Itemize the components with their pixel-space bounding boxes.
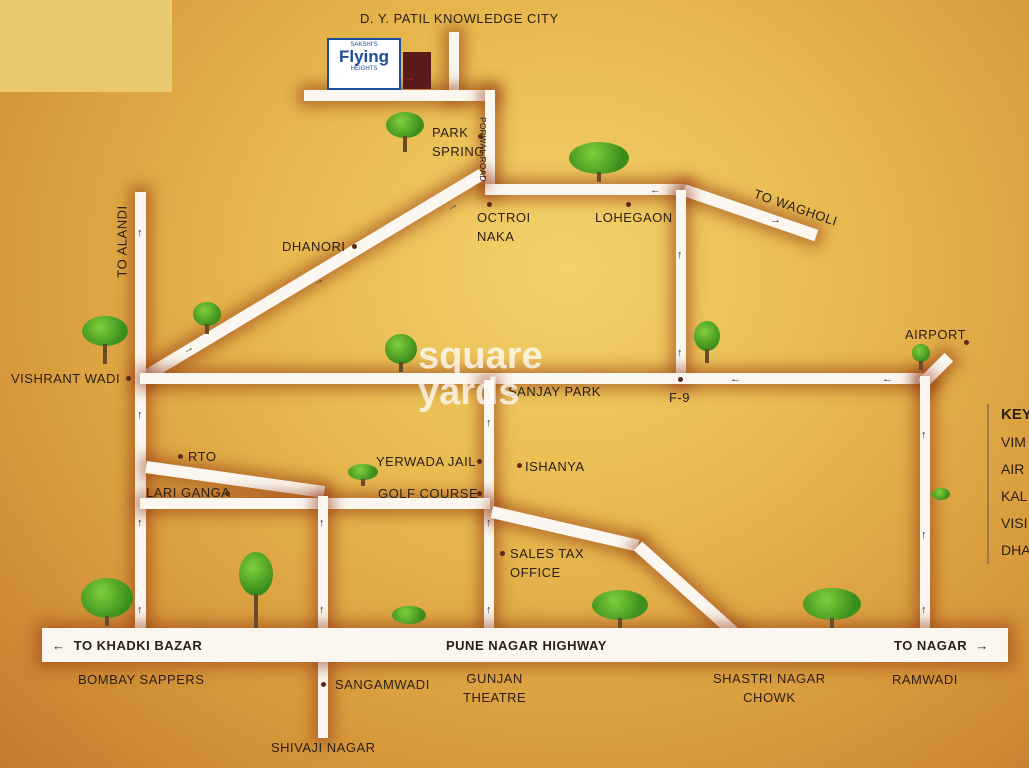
arrow-up-icon: ↑ [137, 604, 143, 616]
label-yerwada-jail: YERWADA JAIL [376, 454, 476, 469]
tree-icon [235, 552, 277, 628]
arrow-up-icon: ↑ [486, 417, 492, 429]
dot-sales-tax-office [500, 551, 505, 556]
label-dhanori: DHANORI [282, 239, 346, 254]
arrow-right-icon: → [770, 214, 781, 226]
road-dy-patil-stub [449, 32, 459, 98]
label-f9: F-9 [669, 390, 690, 405]
key-title: KEY [1001, 406, 1029, 423]
dot-dhanori [352, 244, 357, 249]
tree-icon [392, 606, 426, 628]
tree-icon [803, 588, 861, 628]
project-logo: SAKSHI'S Flying HEIGHTS [327, 38, 401, 90]
road-sangamwadi-vertical [318, 496, 328, 632]
arrow-up-icon: ↑ [319, 604, 325, 616]
road-lohegaon-vertical [676, 190, 686, 384]
key-item: VIM [1001, 434, 1026, 450]
arrow-up-icon: ↑ [921, 529, 927, 541]
arrow-up-icon: ↑ [319, 517, 325, 529]
arrow-left-icon: ← [730, 373, 741, 385]
tree-icon [912, 344, 930, 370]
label-shivaji-nagar: SHIVAJI NAGAR [271, 740, 376, 755]
label-porwal-road: PORWAL ROAD [477, 117, 487, 182]
dot-lari-ganga [225, 491, 230, 496]
dot-octroi-naka [487, 202, 492, 207]
to-nagar-label: TO NAGAR → [894, 638, 989, 653]
arrow-left-icon: ← [882, 373, 893, 385]
map-key: KEY VIM AIR KAL VISI DHA [987, 404, 1029, 564]
road-porwal [485, 90, 495, 192]
road-lohegaon [485, 184, 685, 195]
arrow-up-icon: ↑ [137, 409, 143, 421]
arrow-right-icon: → [404, 72, 415, 84]
dot-rto [178, 454, 183, 459]
project-location-marker [403, 52, 431, 89]
arrow-up-icon: ↑ [486, 517, 492, 529]
highway-name: PUNE NAGAR HIGHWAY [446, 638, 607, 653]
label-golf-course: GOLF COURSE [378, 486, 479, 501]
tree-icon [386, 112, 424, 154]
dot-f9 [678, 377, 683, 382]
tree-icon [385, 334, 417, 372]
label-sangamwadi: SANGAMWADI [335, 677, 430, 692]
label-rto: RTO [188, 449, 217, 464]
pune-nagar-highway [42, 628, 1008, 662]
label-airport: AIRPORT [905, 327, 967, 342]
arrow-up-icon: ↑ [486, 604, 492, 616]
tree-icon [82, 316, 128, 364]
label-sanjay-park: SANJAY PARK [508, 384, 601, 399]
tree-icon [193, 302, 221, 334]
arrow-up-icon: ↑ [137, 517, 143, 529]
arrow-diag-icon: → [444, 198, 461, 215]
key-item: KAL [1001, 488, 1028, 504]
tree-icon [348, 464, 378, 486]
key-item: AIR [1001, 461, 1025, 477]
tree-icon [694, 321, 720, 363]
tree-icon [932, 488, 950, 502]
tree-icon [81, 578, 133, 626]
label-ramwadi: RAMWADI [892, 672, 958, 687]
dot-lohegaon [626, 202, 631, 207]
label-to-alandi: TO ALANDI [114, 205, 130, 278]
corner-panel [0, 0, 172, 92]
key-item: VISI [1001, 515, 1028, 531]
road-top-horizontal [304, 90, 494, 101]
label-vishrant-wadi: VISHRANT WADI [11, 371, 121, 386]
arrow-up-icon: ↑ [677, 249, 683, 261]
dot-sangamwadi [321, 682, 326, 687]
dot-golf-course [477, 491, 482, 496]
arrow-diag-icon: → [310, 273, 327, 290]
dot-airport [964, 340, 969, 345]
to-khadki-label: ← TO KHADKI BAZAR [52, 638, 203, 653]
label-dy-patil: D. Y. PATIL KNOWLEDGE CITY [360, 11, 559, 26]
label-bombay-sappers: BOMBAY SAPPERS [78, 672, 205, 687]
label-lohegaon: LOHEGAON [595, 210, 673, 225]
dot-yerwada-jail [477, 459, 482, 464]
dot-ishanya [517, 463, 522, 468]
road-ramwadi-vertical [920, 376, 930, 632]
label-ishanya: ISHANYA [525, 459, 585, 474]
dot-vishrant-wadi [126, 376, 131, 381]
key-item: DHA [1001, 542, 1029, 558]
arrow-up-icon: ↑ [677, 347, 683, 359]
arrow-up-icon: ↑ [921, 604, 927, 616]
label-lari-ganga: LARI GANGA [146, 485, 231, 500]
road-alandi [135, 192, 146, 632]
tree-icon [592, 590, 648, 628]
arrow-up-icon: ↑ [137, 227, 143, 239]
road-airport-horizontal [140, 373, 930, 384]
road-shivaji-nagar [318, 660, 328, 738]
arrow-up-icon: ↑ [921, 429, 927, 441]
dot-park-spring [478, 134, 483, 139]
road-golf-course [140, 498, 490, 509]
arrow-left-icon: ← [650, 184, 661, 196]
tree-icon [569, 142, 629, 182]
